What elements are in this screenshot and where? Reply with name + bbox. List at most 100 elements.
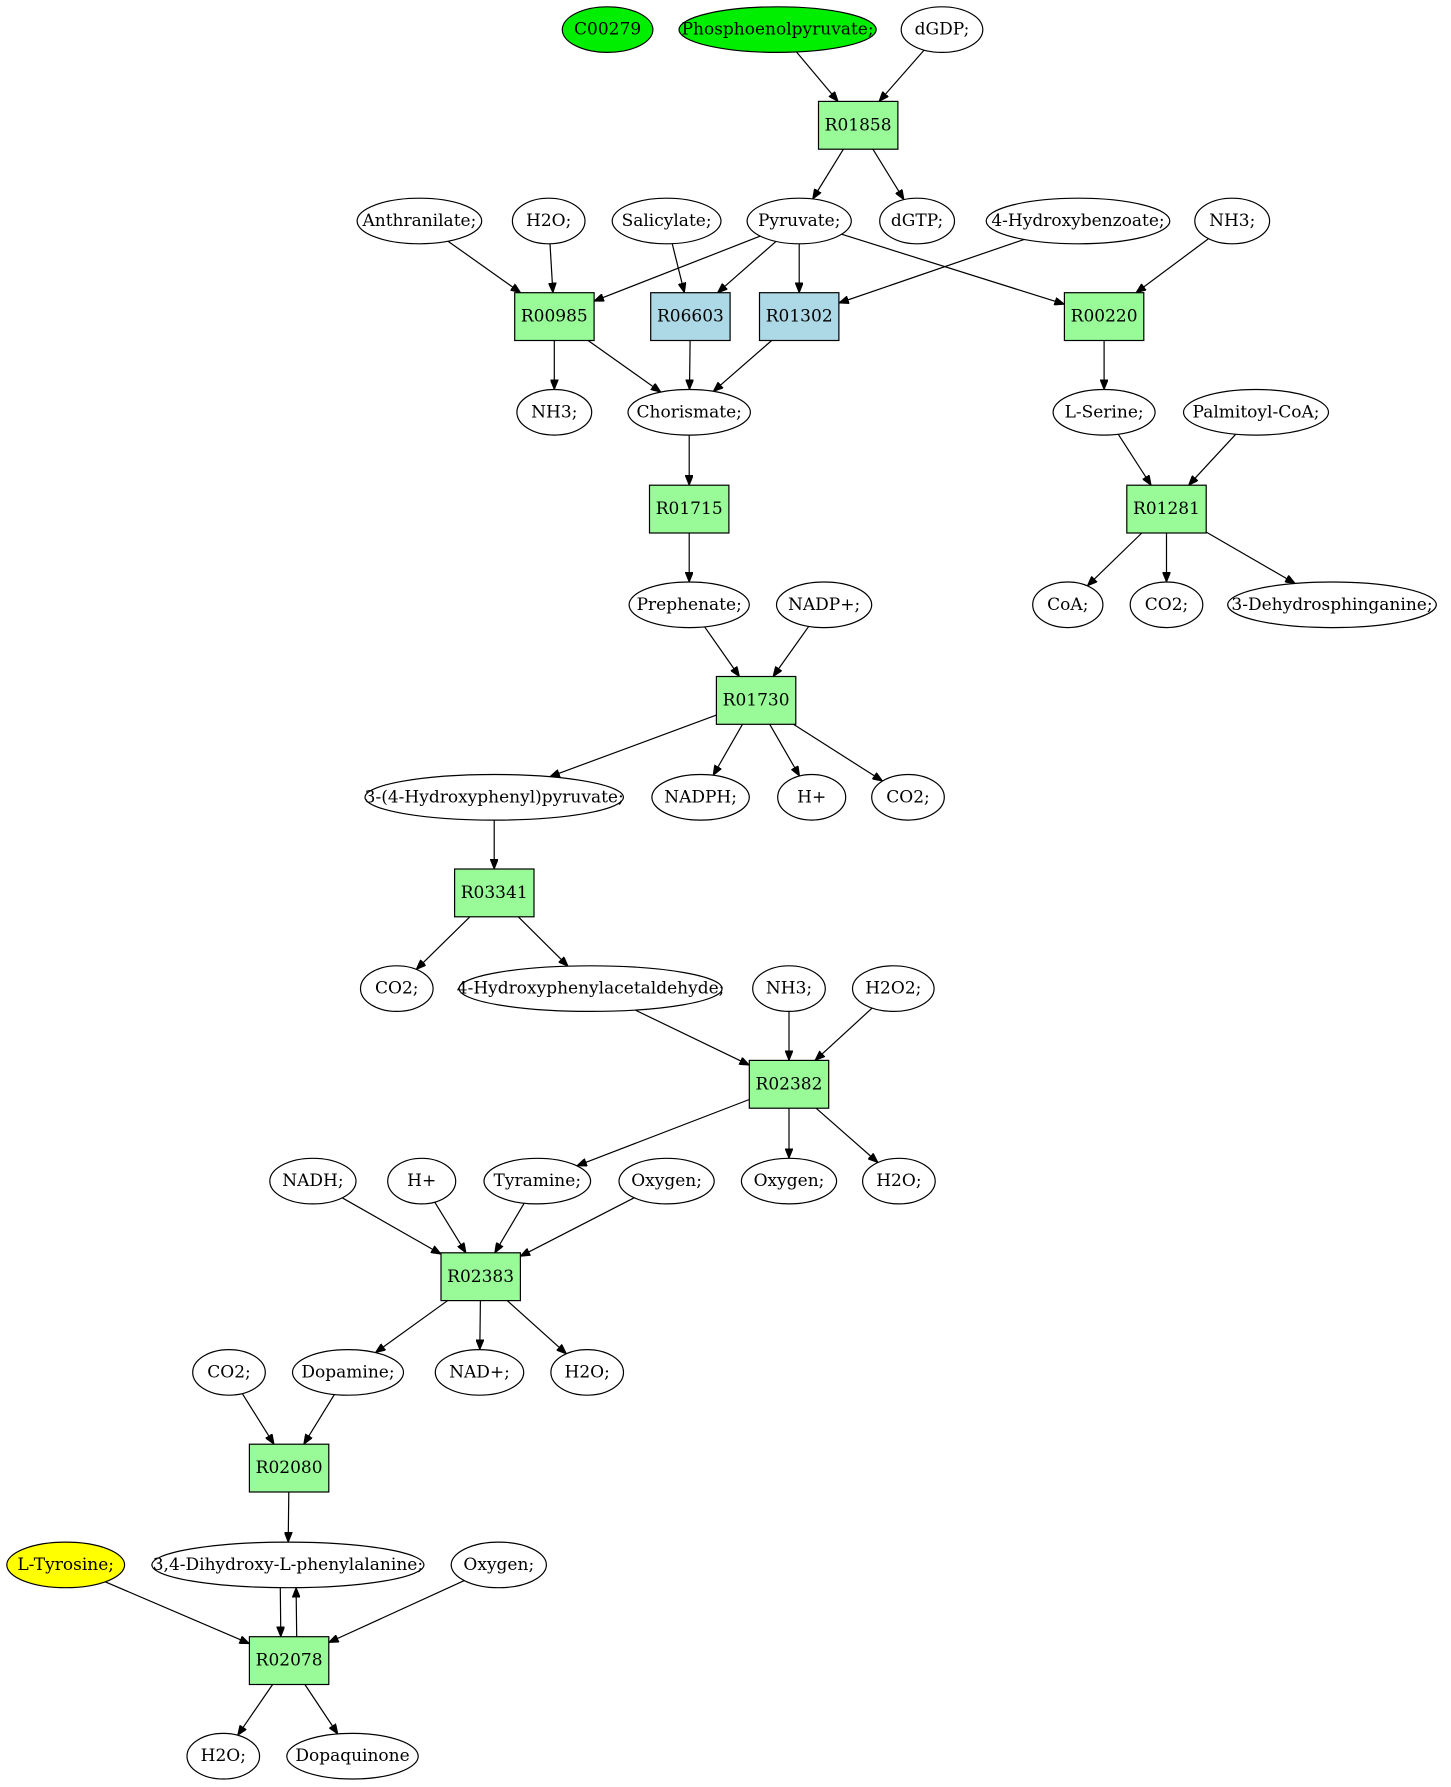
node-label: Palmitoyl-CoA; [1193,402,1320,422]
compound-node-anthranilate: Anthranilate; [356,197,483,245]
edge-r02383-to-nad [480,1300,481,1350]
reaction-box [248,1636,330,1686]
edge-pyruvate-to-r00985 [594,235,761,301]
compound-node-salicylate: Salicylate; [611,197,722,245]
edge-r02383-to-h2o_3 [506,1300,566,1354]
reaction-box [817,100,899,150]
reaction-node-r02078: R02078 [248,1636,330,1686]
edge-tyramine-to-r02383 [495,1202,525,1253]
node-label: 4-Hydroxyphenylacetaldehyde; [457,979,725,999]
node-label: R02382 [756,1074,823,1094]
edge-r01730-to-co2_2 [793,723,883,781]
compound-node-dehydrosphinganine: 3-Dehydrosphinganine; [1227,581,1437,629]
edges-layer [104,49,1295,1736]
compound-node-nh3_2: NH3; [516,388,593,436]
compound-ellipse [192,1348,266,1396]
edge-oxygen_1-to-r02383 [520,1197,635,1257]
edge-ltyrosine-to-r02078 [104,1581,249,1645]
node-label: L-Tyrosine; [17,1555,114,1575]
compound-ellipse [746,197,852,245]
reaction-box [650,292,731,342]
edge-oxygen_3-to-r02078 [329,1580,465,1643]
reaction-box [748,1059,830,1109]
compound-ellipse [359,965,434,1012]
reaction-box [248,1443,330,1493]
edge-r02383-to-dopamine [376,1300,448,1353]
edge-dgdp-to-r01858 [879,49,925,101]
compound-node-dopamine: Dopamine; [291,1348,405,1396]
compound-node-h2o_2: H2O; [862,1157,936,1205]
edge-r03341-to-co2_3 [416,916,471,970]
node-label: H+ [407,1171,436,1191]
compound-node-hpaa: 4-Hydroxyphenylacetaldehyde; [457,965,725,1012]
edge-h2o_1-to-r00985 [550,243,553,293]
reaction-node-r01730: R01730 [715,675,797,725]
compound-node-dgdp: dGDP; [900,6,984,53]
node-label: NADPH; [664,787,737,807]
compound-node-co2_1: CO2; [1129,581,1204,629]
edge-palmitoylcoa-to-r01281 [1189,433,1237,485]
edge-pyruvate-to-r00220 [841,233,1065,304]
compound-node-hplus_2: H+ [387,1157,457,1205]
edge-r02078-to-h2o_4 [238,1684,274,1736]
compound-node-palmitoylcoa: Palmitoyl-CoA; [1182,388,1330,436]
edge-h2o2-to-r02382 [815,1007,873,1060]
reaction-box [648,484,730,534]
compound-node-pyruvate: Pyruvate; [746,197,852,245]
node-label: dGTP; [891,211,943,231]
node-label: Oxygen; [463,1555,534,1575]
reaction-node-r06603: R06603 [650,292,731,342]
edge-r01281-to-coa [1087,532,1143,586]
node-label: R01281 [1133,499,1200,519]
node-label: Dopamine; [301,1362,394,1382]
compound-ellipse [879,197,956,245]
reaction-node-r02383: R02383 [440,1252,522,1302]
edge-nh3_1-to-r00220 [1136,238,1209,293]
compound-node-nadh: NADH; [269,1157,357,1205]
node-label: R02383 [447,1267,514,1287]
compound-ellipse [286,1732,419,1780]
reaction-node-r00220: R00220 [1063,292,1145,342]
compound-ellipse [678,6,877,53]
compound-node-dgtp: dGTP; [879,197,956,245]
edge-pyruvate-to-r06603 [718,240,777,292]
compound-ellipse [151,1541,425,1589]
compound-ellipse [611,197,722,245]
edge-pep-to-r01858 [796,51,839,101]
compound-node-h2o_4: H2O; [186,1732,261,1780]
compound-ellipse [985,197,1171,245]
reaction-box [715,675,797,725]
edge-r02078-to-dopa [296,1588,297,1637]
compound-ellipse [458,965,723,1012]
reaction-node-r00985: R00985 [514,292,595,342]
compound-node-chorismate: Chorismate; [627,388,752,436]
edge-dopa-to-r02078 [280,1587,281,1637]
compound-ellipse [1227,581,1437,629]
node-label: CoA; [1047,595,1088,615]
node-label: Chorismate; [637,402,742,422]
compound-node-nadph: NADPH; [651,773,750,821]
compound-ellipse [1052,388,1156,436]
edge-hpaa-to-r02382 [634,1009,749,1065]
compound-ellipse [740,1157,838,1205]
compound-node-nh3_3: NH3; [752,965,826,1012]
node-label: H2O; [876,1171,921,1191]
compound-ellipse [627,388,752,436]
compound-ellipse [618,1157,715,1205]
reaction-box [1063,292,1145,342]
compound-ellipse [1129,581,1204,629]
compound-node-co2_3: CO2; [359,965,434,1012]
compound-ellipse [387,1157,457,1205]
node-label: Salicylate; [622,211,712,231]
node-label: NH3; [1209,211,1255,231]
compound-ellipse [1194,197,1271,245]
reaction-node-r01858: R01858 [817,100,899,150]
node-label: R02080 [256,1458,323,1478]
compound-ellipse [6,1541,126,1589]
node-label: 3-Dehydrosphinganine; [1231,595,1432,615]
compound-ellipse [651,773,750,821]
compound-ellipse [186,1732,261,1780]
compound-ellipse [851,965,935,1012]
compound-node-co2_2: CO2; [871,773,945,821]
